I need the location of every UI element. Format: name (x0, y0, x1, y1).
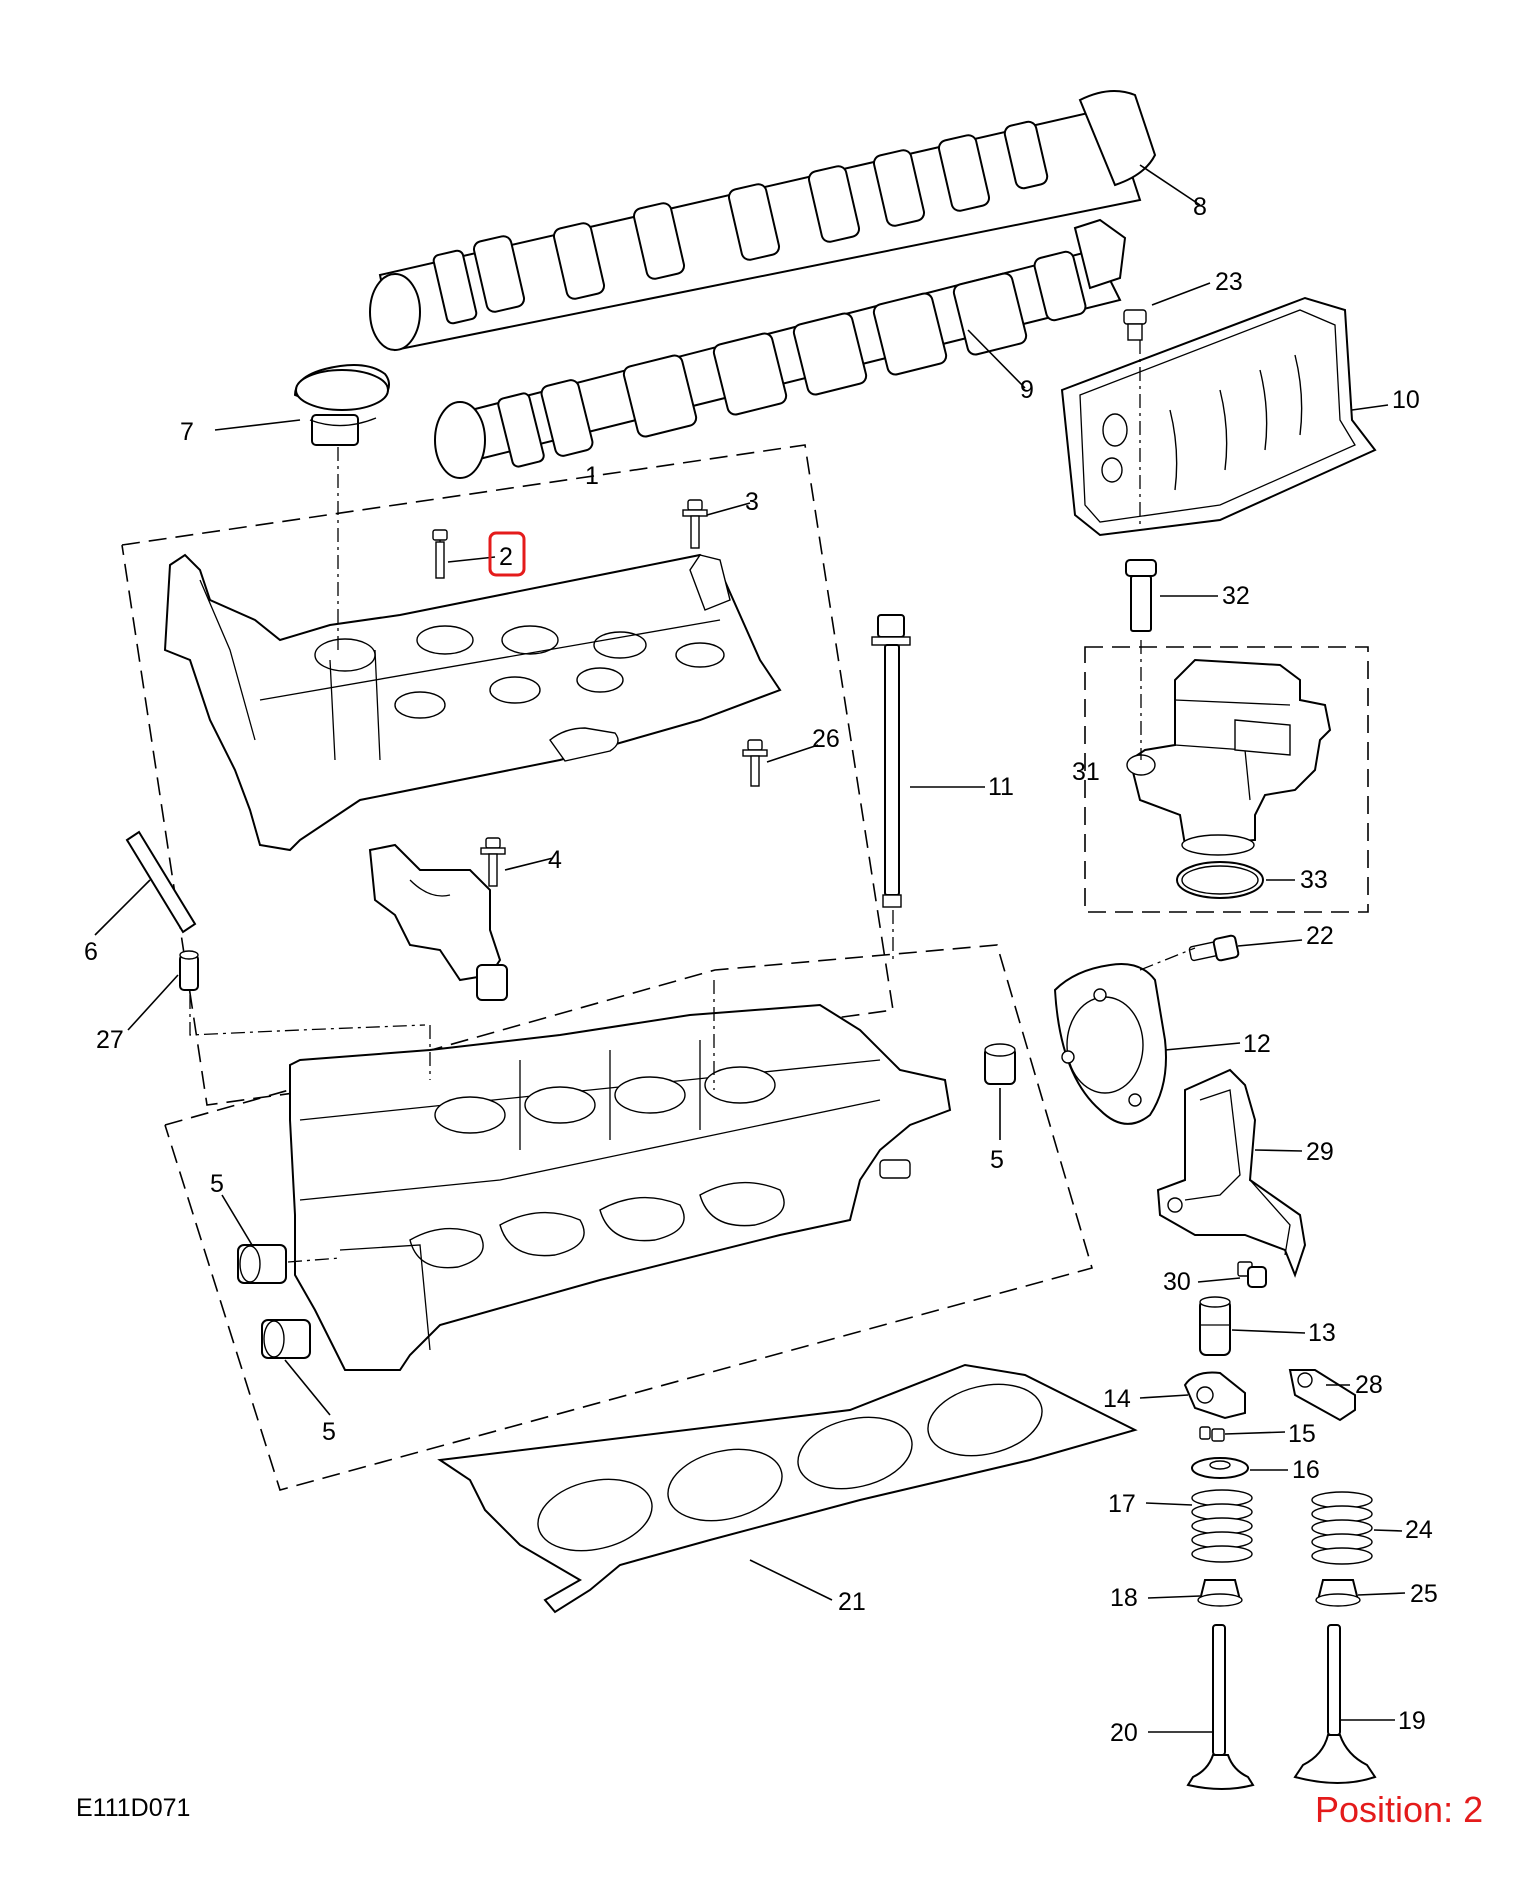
callout-27[interactable]: 27 (96, 1026, 124, 1054)
callout-17[interactable]: 17 (1108, 1490, 1136, 1518)
o-ring-33 (1176, 861, 1264, 899)
callout-5-right[interactable]: 5 (990, 1146, 1004, 1174)
valve-stem-seal-25 (1315, 1579, 1361, 1607)
position-label: Position: 2 (1315, 1789, 1483, 1830)
callout-22[interactable]: 22 (1306, 922, 1334, 950)
spring-retainer-16 (1191, 1457, 1249, 1479)
callout-4[interactable]: 4 (548, 846, 562, 874)
bolt-2 (432, 529, 448, 579)
callout-24[interactable]: 24 (1405, 1516, 1433, 1544)
callout-26[interactable]: 26 (812, 725, 840, 753)
camshaft-intake (434, 218, 1127, 479)
hydraulic-lifter-13 (1199, 1296, 1231, 1356)
oil-filler-cap (293, 364, 390, 446)
callout-15[interactable]: 15 (1288, 1420, 1316, 1448)
callout-1[interactable]: 1 (585, 462, 599, 490)
callout-28[interactable]: 28 (1355, 1371, 1383, 1399)
assembly-boundary-31 (1084, 646, 1369, 913)
camshaft-actuator (1126, 658, 1332, 856)
callout-23[interactable]: 23 (1215, 268, 1243, 296)
callout-7[interactable]: 7 (180, 418, 194, 446)
callout-31[interactable]: 31 (1072, 758, 1100, 786)
callout-6[interactable]: 6 (84, 938, 98, 966)
camshaft-exhaust (369, 90, 1157, 352)
position-highlight (488, 531, 526, 577)
callout-14[interactable]: 14 (1103, 1385, 1131, 1413)
cover-plate (1060, 296, 1377, 537)
dowel-pin-6 (125, 830, 197, 934)
bolt-22 (1188, 934, 1240, 962)
rocker-arm-14 (1183, 1371, 1246, 1420)
dowel-sleeve-27 (179, 950, 199, 991)
callout-33[interactable]: 33 (1300, 866, 1328, 894)
bracket-29 (1156, 1068, 1307, 1278)
callout-21[interactable]: 21 (838, 1588, 866, 1616)
valve-20 (1186, 1624, 1255, 1790)
assembly-boundary-cylinder-head (164, 944, 1093, 1491)
bushing-5-left-lower (261, 1319, 311, 1359)
bearing-cap-4 (368, 837, 508, 1001)
bolt-26 (742, 739, 768, 787)
callout-11[interactable]: 11 (988, 773, 1014, 801)
flange-gasket (1053, 963, 1167, 1125)
callout-29[interactable]: 29 (1306, 1138, 1334, 1166)
head-gasket (437, 1363, 1138, 1614)
callout-10[interactable]: 10 (1392, 386, 1420, 414)
bolt-30 (1237, 1261, 1267, 1288)
rocker-arm-28 (1288, 1369, 1356, 1422)
callout-12[interactable]: 12 (1243, 1030, 1271, 1058)
leader-lines (94, 164, 1406, 1733)
callout-20[interactable]: 20 (1110, 1719, 1138, 1747)
callout-16[interactable]: 16 (1292, 1456, 1320, 1484)
bushing-5-left-upper (237, 1244, 287, 1284)
callout-9[interactable]: 9 (1020, 376, 1034, 404)
valve-stem-seal-18 (1197, 1579, 1243, 1607)
bolt-32 (1125, 559, 1157, 632)
callout-8[interactable]: 8 (1193, 193, 1207, 221)
callout-32[interactable]: 32 (1222, 582, 1250, 610)
callout-18[interactable]: 18 (1110, 1584, 1138, 1612)
alignment-lines (189, 340, 1196, 1263)
valve-spring-24 (1311, 1491, 1373, 1565)
callout-3[interactable]: 3 (745, 488, 759, 516)
callout-5-left-lower[interactable]: 5 (322, 1418, 336, 1446)
valve-keeper-15 (1199, 1426, 1225, 1442)
callout-13[interactable]: 13 (1308, 1319, 1336, 1347)
cylinder-head (289, 1003, 952, 1371)
bolt-3 (682, 499, 708, 549)
callout-2[interactable]: 2 (499, 543, 513, 571)
valve-spring-17 (1191, 1489, 1253, 1563)
callout-19[interactable]: 19 (1398, 1707, 1426, 1735)
bolt-23 (1123, 309, 1147, 341)
diagram-reference: E111D071 (76, 1794, 190, 1822)
cylinder-head-bolt (871, 614, 911, 908)
callout-25[interactable]: 25 (1410, 1580, 1438, 1608)
camshaft-carrier (163, 553, 782, 852)
valve-19 (1293, 1624, 1377, 1784)
callout-30[interactable]: 30 (1163, 1268, 1191, 1296)
bushing-5-right (984, 1043, 1016, 1085)
callout-5-left-upper[interactable]: 5 (210, 1170, 224, 1198)
